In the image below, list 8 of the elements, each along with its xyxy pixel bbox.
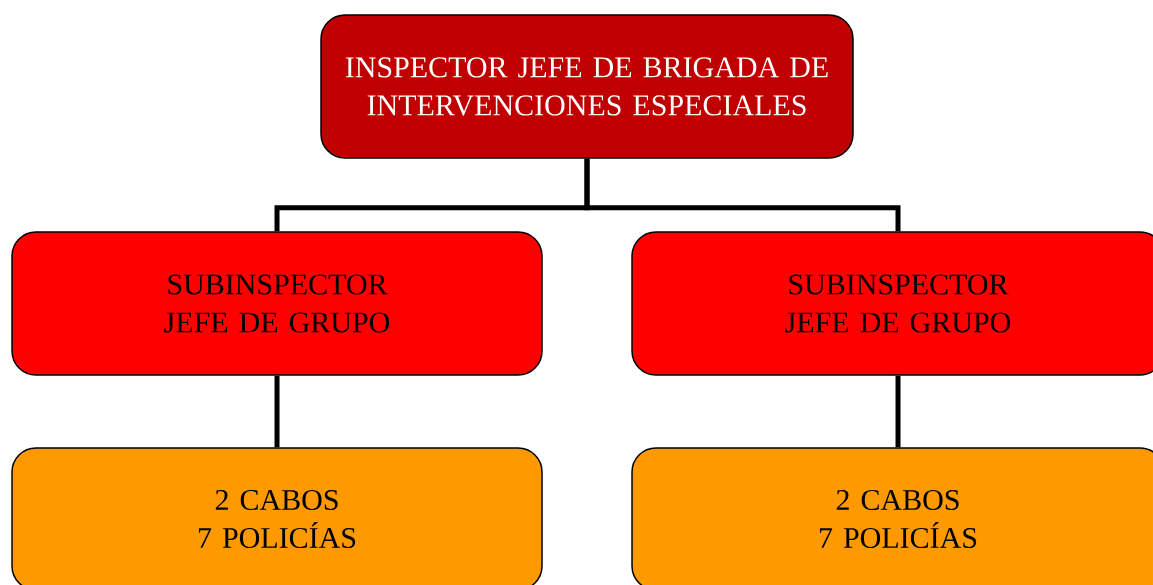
role-box: SUBINSPECTOR JEFE DE GRUPO: [11, 231, 543, 376]
connector-line: [895, 375, 901, 448]
connector-line: [274, 375, 280, 448]
title-box: INSPECTOR JEFE DE BRIGADA DE INTERVENCIONES ESPECIALES: [320, 14, 854, 159]
team-box: 2 CABOS 7 POLICÍAS: [631, 447, 1153, 585]
team-box: 2 CABOS 7 POLICÍAS: [11, 447, 543, 585]
role-box: SUBINSPECTOR JEFE DE GRUPO: [631, 231, 1153, 376]
connector-line: [584, 158, 901, 232]
